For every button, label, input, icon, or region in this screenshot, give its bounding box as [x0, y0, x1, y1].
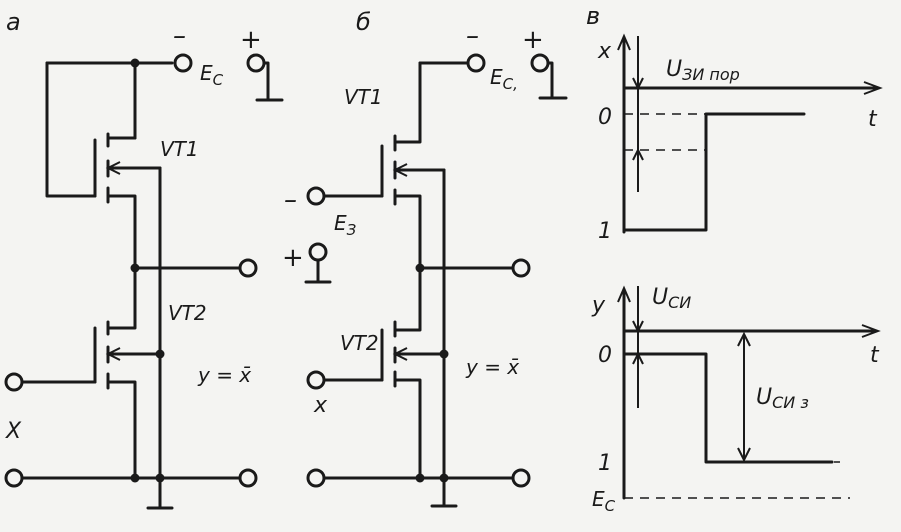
bottom-usi-label: UСИ	[652, 285, 691, 312]
bottom-usi3-label: UСИ з	[756, 385, 809, 412]
b-vt1-label: VT1	[344, 85, 383, 109]
panel-a: а – + EC VT1	[4, 8, 284, 510]
b-vt2-label: VT2	[340, 331, 379, 355]
b-gate-minus: –	[284, 185, 297, 215]
b-output-terminal	[511, 258, 531, 278]
top-level-1: 1	[598, 219, 612, 244]
bottom-level-0: 0	[598, 343, 612, 368]
b-input-terminal	[306, 370, 326, 390]
b-gate-terminal	[306, 186, 326, 206]
bottom-t-label: t	[870, 343, 880, 368]
a-vt1-gate-feedback	[45, 61, 97, 198]
a-input-terminal	[4, 372, 24, 392]
a-vt2-transistor	[93, 266, 162, 480]
bottom-t-arrow	[861, 324, 881, 338]
panel-c: в x t UЗИ пор 0 1 y t UСИ UСИ з 0 1 EC	[586, 2, 883, 515]
b-vt1-transistor	[380, 134, 446, 270]
top-t-arrow	[863, 81, 883, 95]
b-vt1-drain-wire	[393, 61, 422, 144]
b-node-sub	[439, 349, 449, 359]
panel-b: б – + EC, VT1 – EЗ +	[282, 8, 568, 508]
a-vt1-label: VT1	[160, 137, 199, 161]
input-waveform	[622, 112, 806, 232]
panel-c-tag: в	[586, 2, 600, 30]
a-ground-symbol	[255, 61, 284, 102]
a-vt1-drain-wire	[106, 61, 137, 140]
a-node-top	[130, 58, 140, 68]
b-gate-plus: +	[282, 243, 304, 273]
bottom-y-label: y	[591, 293, 606, 318]
top-threshold-label: UЗИ пор	[666, 57, 740, 84]
b-gate-label: EЗ	[334, 211, 357, 239]
bottom-y-arrow	[617, 285, 631, 303]
bottom-usi3-arrows	[737, 331, 751, 463]
a-output-terminal	[238, 258, 258, 278]
a-supply-label: EC	[200, 61, 224, 89]
b-ground-symbol	[538, 61, 568, 100]
a-ground-symbol-bottom	[146, 476, 174, 510]
b-supply-label: EC,	[490, 65, 518, 93]
a-output-label: y = x̄	[197, 363, 251, 387]
b-supply-terminal	[466, 53, 486, 73]
b-supply-plus: +	[522, 25, 544, 55]
a-bottom-left-terminal	[4, 468, 24, 488]
a-plus-terminal	[246, 53, 266, 73]
top-y-arrow	[617, 33, 631, 51]
top-threshold-arrows	[632, 77, 644, 161]
bottom-ec-label: EC	[592, 487, 616, 515]
output-waveform	[622, 352, 834, 464]
a-supply-terminal	[173, 53, 193, 73]
top-level-0: 0	[598, 105, 612, 130]
b-gate-ground	[304, 258, 332, 284]
b-gate-plus-terminal	[308, 242, 328, 262]
b-bottom-right-terminal	[511, 468, 531, 488]
a-vt1-transistor	[93, 132, 162, 270]
panel-a-tag: а	[6, 8, 21, 36]
b-input-label: x	[313, 393, 328, 418]
b-node-bot1	[415, 473, 425, 483]
top-t-label: t	[868, 107, 878, 132]
a-node-bot1	[130, 473, 140, 483]
a-bottom-right-terminal	[238, 468, 258, 488]
b-plus-terminal	[530, 53, 550, 73]
b-bottom-left-terminal	[306, 468, 326, 488]
a-supply-minus: –	[173, 21, 186, 51]
bottom-level-1: 1	[598, 451, 612, 476]
b-output-label: y = x̄	[465, 355, 519, 379]
top-y-label: x	[597, 39, 612, 64]
a-input-label: X	[5, 419, 22, 444]
b-ground-symbol-bottom	[430, 476, 458, 508]
a-node-sub	[155, 349, 165, 359]
panel-b-tag: б	[356, 8, 371, 36]
a-vt2-label: VT2	[168, 301, 207, 325]
b-supply-minus: –	[466, 21, 479, 51]
b-vt2-transistor	[380, 266, 446, 480]
a-supply-plus: +	[240, 25, 262, 55]
